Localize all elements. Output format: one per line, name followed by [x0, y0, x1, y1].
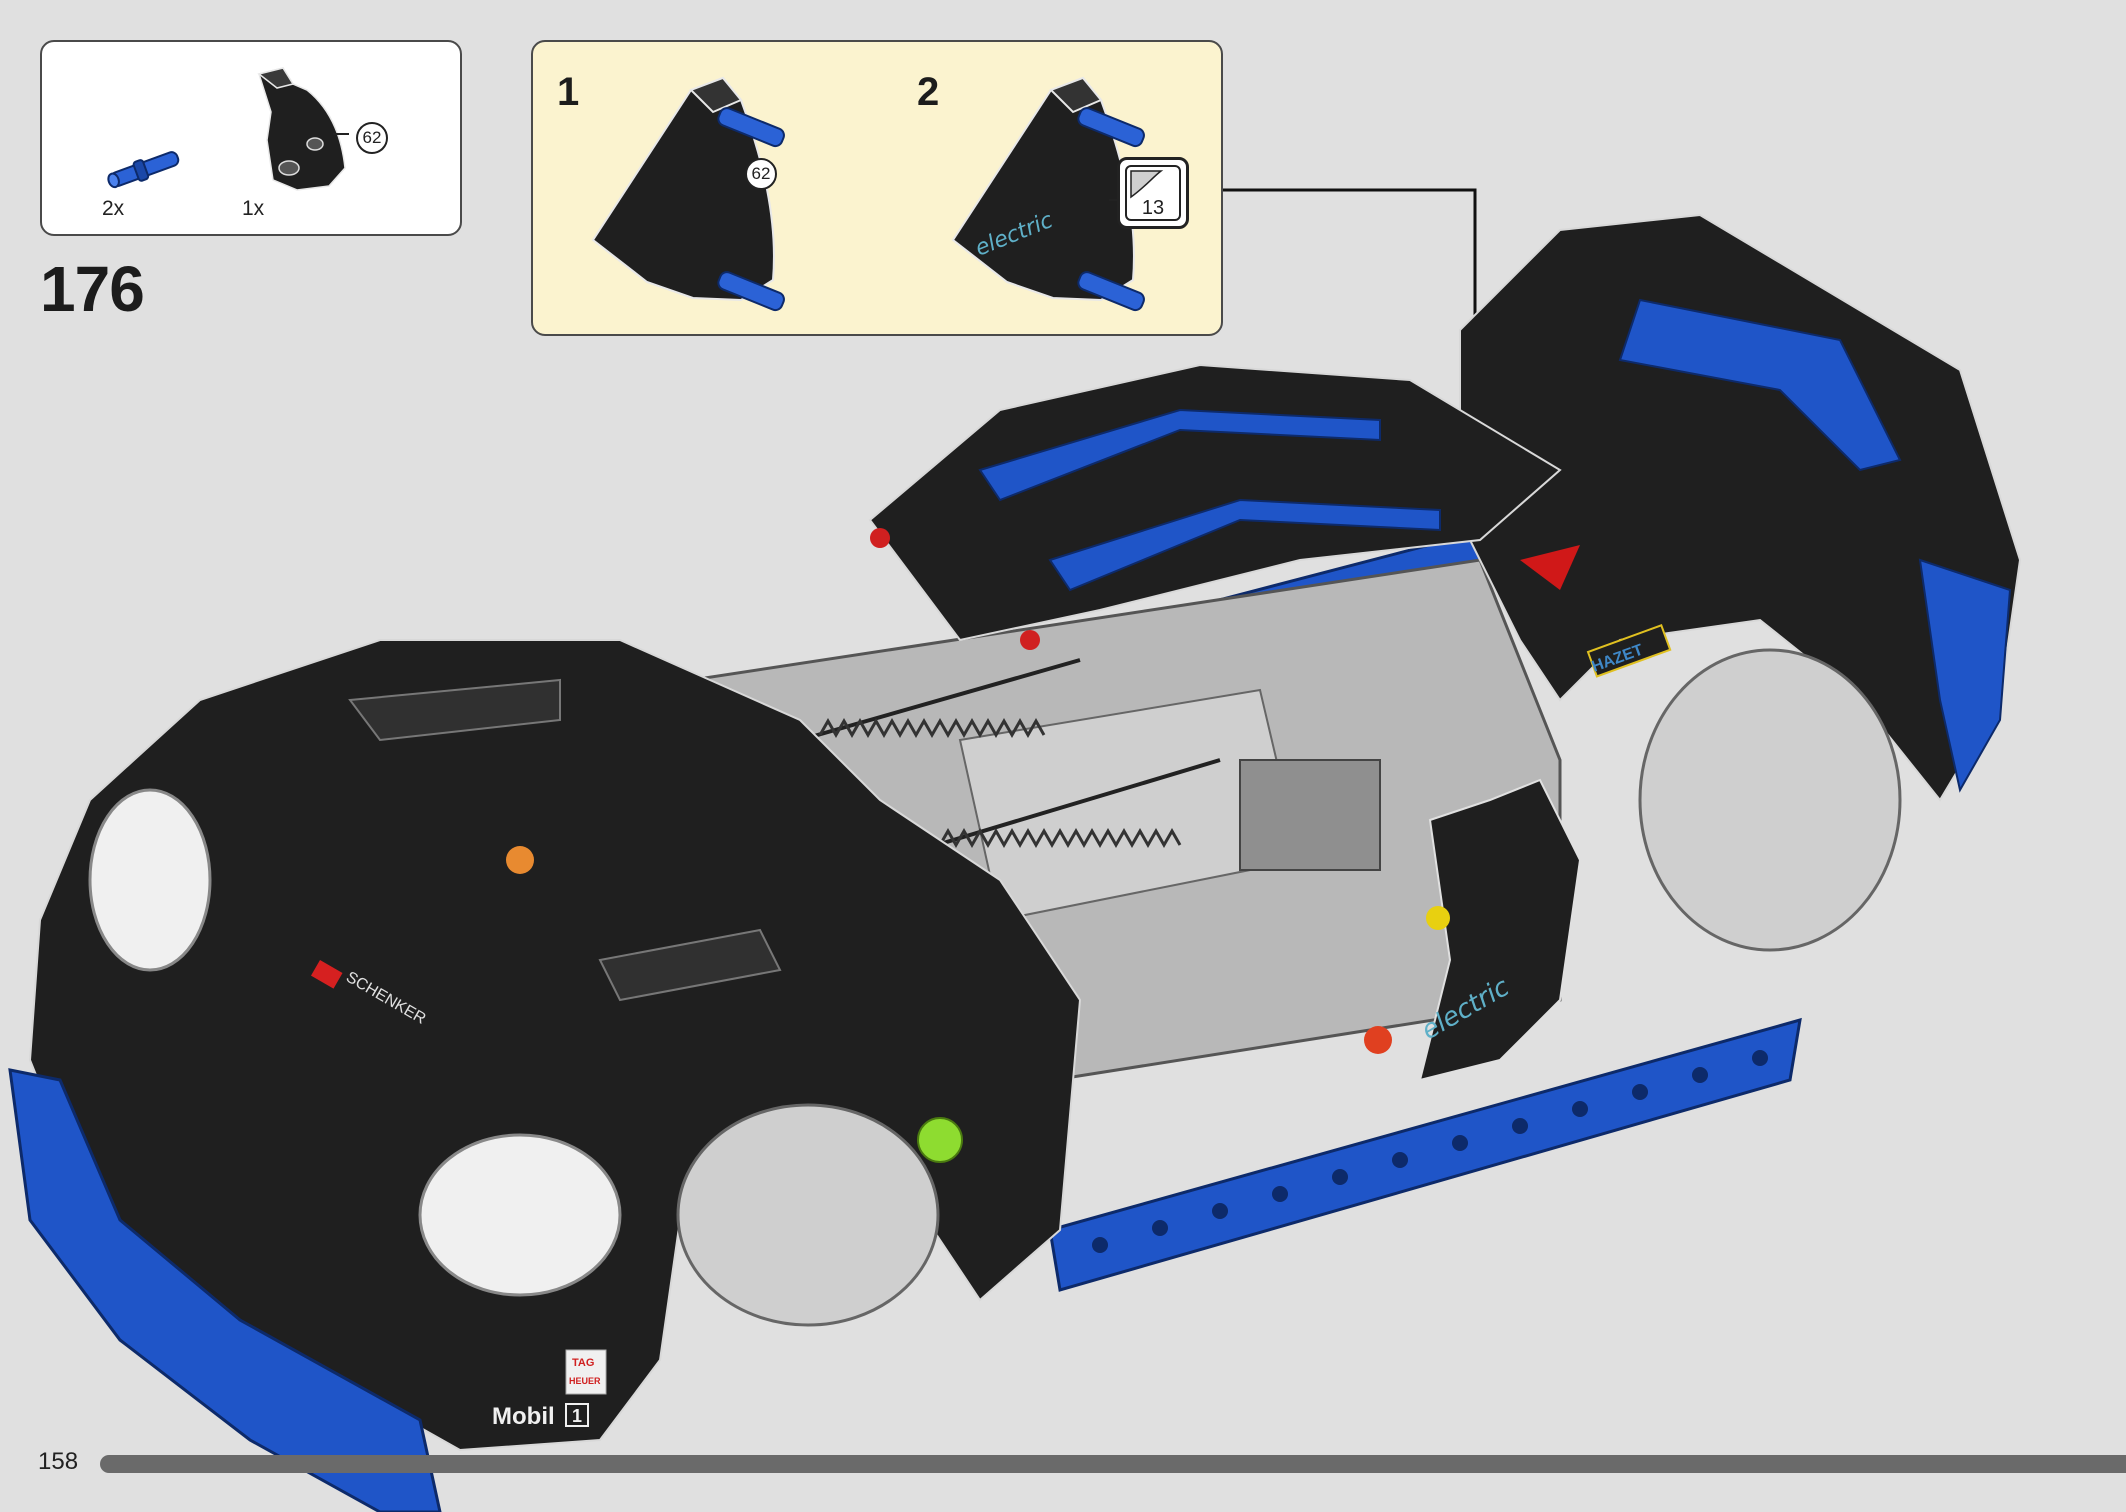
svg-text:Mobil: Mobil [492, 1403, 555, 1430]
sub-assembly-box: 1 62 2 electric [531, 40, 1223, 336]
svg-text:HEUER: HEUER [569, 1376, 601, 1386]
part-id-callout: 62 [356, 122, 388, 154]
substep-1-number: 1 [557, 70, 580, 114]
step-number: 176 [40, 253, 145, 325]
part-qty-panel: 1x [242, 197, 265, 220]
sticker-badge: 13 [1117, 157, 1189, 229]
parts-list-box: 2x 62 1x [40, 40, 462, 236]
blue-axle-pin-part [107, 151, 180, 189]
page-number: 158 [38, 1448, 79, 1475]
substep-1-callout: 62 [745, 158, 777, 190]
sticker-icon [1125, 165, 1181, 221]
substep-2-illustration: electric [951, 76, 1151, 312]
progress-bar [100, 1455, 2126, 1473]
part-qty-pin: 2x [102, 197, 125, 220]
decal-tag-heuer: TAG HEUER [565, 1349, 607, 1395]
substep-2-number: 2 [917, 70, 940, 114]
substep-1-illustration [591, 76, 785, 312]
svg-text:1: 1 [572, 1406, 582, 1426]
black-panel-part [257, 67, 349, 191]
svg-text:TAG: TAG [572, 1357, 594, 1369]
decal-mobil1: Mobil 1 [492, 1403, 589, 1430]
sticker-number: 13 [1141, 197, 1165, 219]
